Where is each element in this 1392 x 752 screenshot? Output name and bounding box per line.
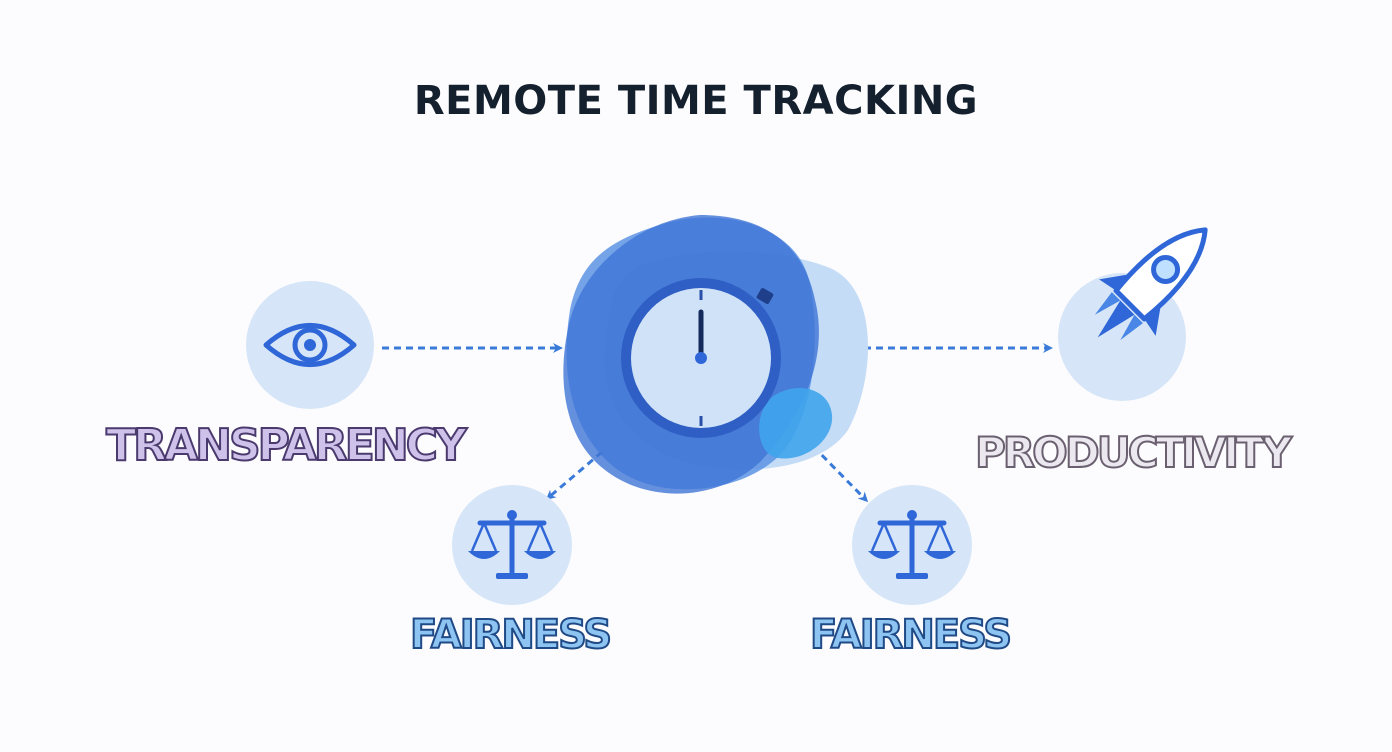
rocket-flame-center	[1097, 300, 1135, 338]
blob-accent-layer	[759, 387, 833, 459]
productivity-label: PRODUCTIVITY	[974, 427, 1293, 478]
fairness-node-right	[852, 485, 972, 605]
stopwatch-icon	[621, 278, 781, 438]
fairness-node-left	[452, 485, 572, 605]
page-title: REMOTE TIME TRACKING	[413, 78, 979, 124]
scales-icon	[468, 510, 556, 579]
scales-icon	[868, 510, 956, 579]
rocket-flame-left	[1094, 292, 1121, 315]
rocket-window	[1151, 254, 1181, 284]
fairness-label-left: FAIRNESS	[409, 611, 613, 659]
eye-icon	[263, 323, 357, 367]
transparency-label: TRANSPARENCY	[105, 419, 468, 472]
rocket-fin-right	[1144, 301, 1162, 336]
rocket-flame-right	[1120, 314, 1143, 341]
rocket-icon	[1094, 227, 1208, 341]
stopwatch-pivot	[695, 352, 707, 364]
productivity-node	[1058, 227, 1208, 401]
transparency-node	[246, 281, 374, 409]
fairness-label-right: FAIRNESS	[809, 611, 1013, 659]
stopwatch-button	[756, 288, 774, 304]
